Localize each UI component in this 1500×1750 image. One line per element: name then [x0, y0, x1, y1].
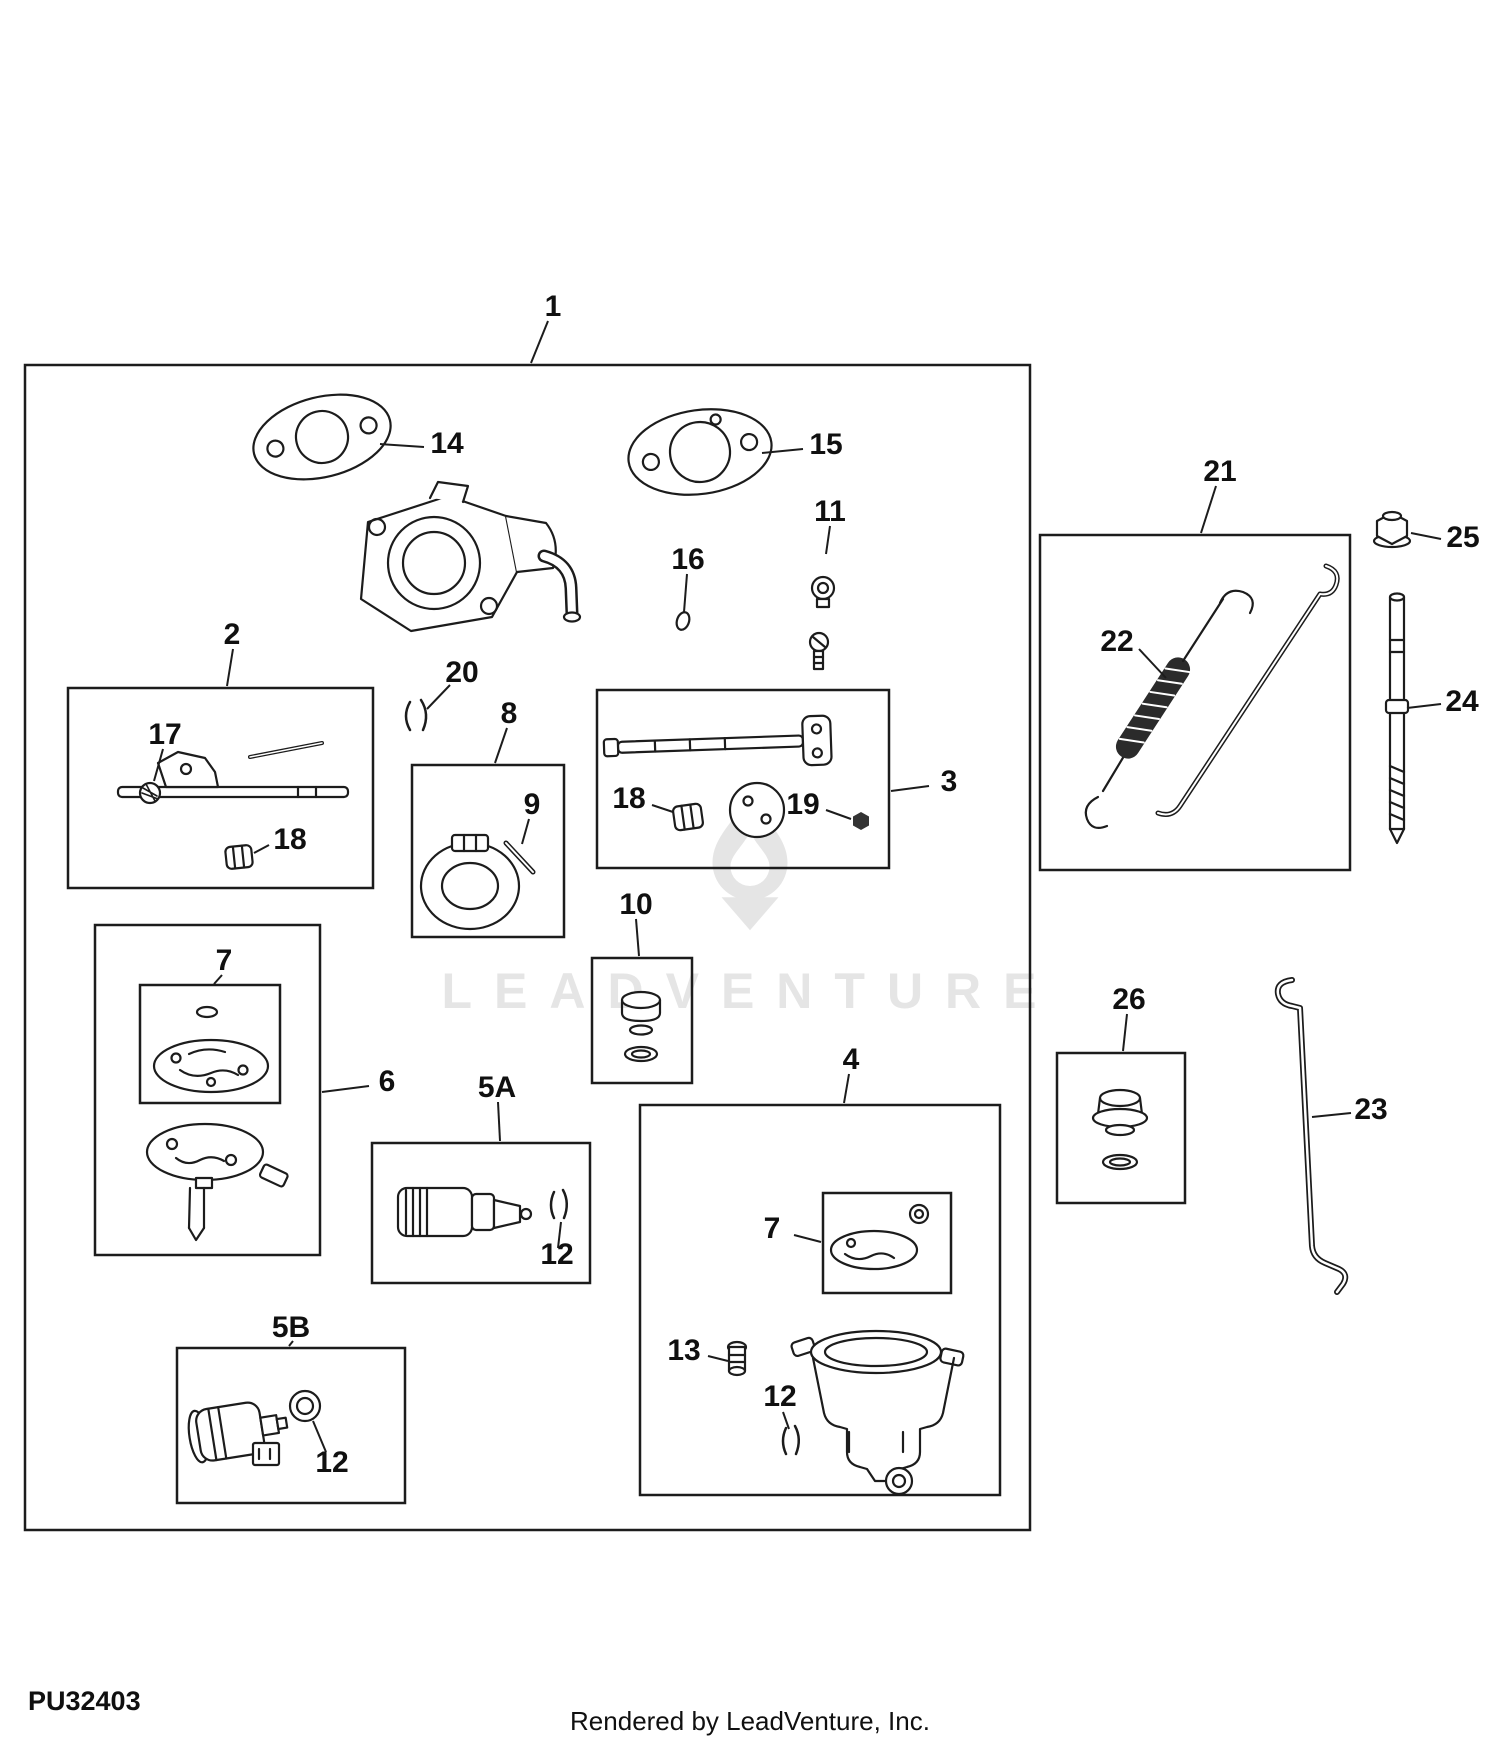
callout-6: 6 [379, 1065, 396, 1098]
callout-18-throttle: 18 [273, 823, 306, 856]
part-clip-12-solenoid [549, 1188, 568, 1220]
part-governor-link-21 [1155, 563, 1340, 817]
part-gasket-14 [252, 393, 392, 481]
callout-16: 16 [671, 543, 704, 576]
callout-23: 23 [1354, 1093, 1387, 1126]
callout-24: 24 [1445, 685, 1479, 718]
callout-7-pump: 7 [216, 944, 233, 977]
part-welch-plug-26 [1091, 1088, 1149, 1171]
callout-25: 25 [1446, 521, 1479, 554]
callout-26: 26 [1112, 983, 1145, 1016]
part-choke-shaft-assembly-3 [602, 714, 869, 839]
callout-21: 21 [1203, 455, 1236, 488]
kit-box-1 [23, 363, 1032, 1532]
callout-12-solenoid: 12 [540, 1238, 573, 1271]
part-pump-gasket-7a [152, 1005, 270, 1094]
render-credit: Rendered by LeadVenture, Inc. [570, 1706, 930, 1736]
part-spring-17 [138, 781, 162, 805]
group-box-5a [370, 1141, 592, 1285]
group-box-8 [410, 763, 566, 939]
part-bushing-18-throttle [224, 844, 254, 870]
callout-1: 1 [545, 290, 562, 323]
part-governor-spring-21 [1084, 589, 1254, 829]
group-box-2 [66, 686, 375, 890]
group-box-21 [1038, 533, 1352, 872]
group-box-6 [93, 923, 322, 1257]
part-carburetor [359, 480, 582, 633]
leader-lines [153, 320, 1442, 1453]
callout-22: 22 [1100, 625, 1133, 658]
watermark-flame-logo [712, 794, 788, 931]
part-float-8 [419, 833, 536, 931]
callout-labels: 1 14 15 11 16 21 25 2 20 8 22 24 17 9 18… [148, 290, 1479, 1479]
callout-10: 10 [619, 888, 652, 921]
part-fuel-solenoid-5a [396, 1186, 533, 1238]
callout-8: 8 [501, 697, 518, 730]
callout-2: 2 [224, 618, 241, 651]
callout-14: 14 [430, 427, 464, 460]
group-box-5b [175, 1346, 407, 1505]
callout-12-shutoff: 12 [315, 1446, 348, 1479]
part-gasket-15 [627, 408, 773, 496]
part-flange-nut-25 [1372, 510, 1412, 549]
part-float-bowl-4 [790, 1329, 965, 1496]
group-box-10 [590, 956, 694, 1085]
group-box-3 [595, 688, 891, 870]
watermark-text: LEADVENTURE [441, 963, 1059, 1019]
part-throttle-rod-24 [1384, 592, 1410, 845]
group-box-4 [638, 1103, 1002, 1497]
callout-7-bowl: 7 [764, 1212, 781, 1245]
part-throttle-shaft-assembly-2 [116, 741, 350, 870]
part-nut-19 [853, 812, 869, 830]
callout-17: 17 [148, 718, 181, 751]
callout-3: 3 [941, 765, 958, 798]
group-box-26 [1055, 1051, 1187, 1205]
part-washer-12-shutoff [288, 1389, 322, 1423]
part-clip-20 [404, 698, 428, 732]
part-screw-13 [726, 1340, 748, 1377]
part-shutoff-solenoid-5b [187, 1389, 322, 1467]
part-jet-and-screw-11 [808, 575, 836, 671]
part-pump-cover-6 [145, 1122, 289, 1242]
part-clip-12-bowl [781, 1424, 800, 1456]
callout-5a: 5A [478, 1071, 516, 1104]
callout-11: 11 [814, 495, 846, 528]
callout-18-choke: 18 [612, 782, 645, 815]
callout-20: 20 [445, 656, 478, 689]
callout-9: 9 [524, 788, 541, 821]
group-boxes [23, 363, 1352, 1532]
callout-4: 4 [843, 1043, 860, 1076]
diagram-code: PU32403 [28, 1686, 141, 1716]
part-choke-rod-23 [1274, 977, 1349, 1295]
callout-13: 13 [667, 1334, 700, 1367]
part-bowl-gasket-7b [829, 1203, 930, 1271]
part-inlet-seat-10 [620, 990, 662, 1063]
group-box-7a [138, 983, 282, 1105]
callout-12-bowl: 12 [763, 1380, 796, 1413]
part-pellet-16 [675, 611, 691, 631]
callout-5b: 5B [272, 1311, 310, 1344]
part-pin-9 [503, 840, 536, 875]
callout-15: 15 [809, 428, 842, 461]
callout-19: 19 [786, 788, 819, 821]
part-bushing-18-choke [672, 802, 704, 832]
group-box-7b [821, 1191, 953, 1295]
